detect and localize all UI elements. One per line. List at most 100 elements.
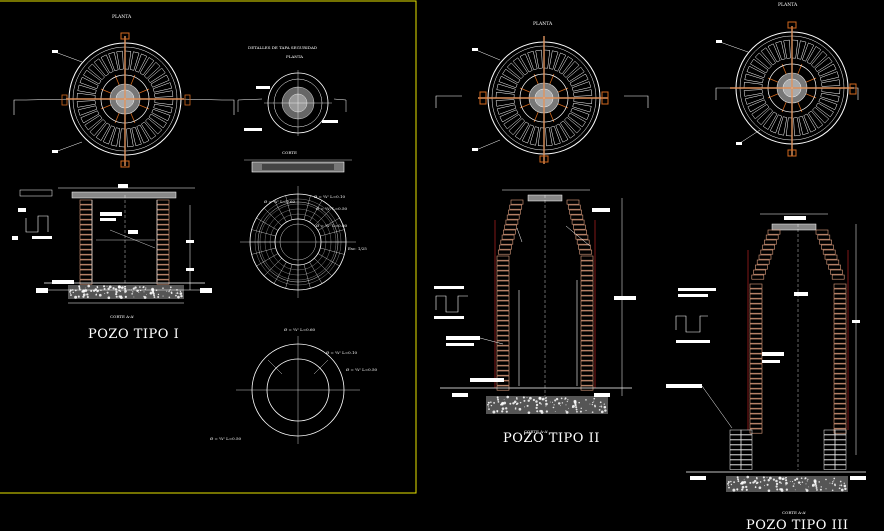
gravel-dot <box>545 405 547 407</box>
brick <box>760 249 774 255</box>
tapa-corte-label: CORTE <box>282 150 297 155</box>
block <box>740 439 753 445</box>
brick <box>152 82 173 93</box>
formula-c: Ø = ¼" L=0.50 <box>316 206 348 211</box>
gravel-dot <box>106 285 108 287</box>
gravel-dot <box>540 411 544 414</box>
tapa-title: DETALLES DE TAPA SEGURIDAD <box>248 45 317 50</box>
gravel-dot <box>801 481 804 483</box>
gravel-dot <box>756 477 758 480</box>
brick <box>580 375 594 381</box>
brick <box>749 308 763 314</box>
brick <box>580 310 594 316</box>
brick <box>504 224 517 230</box>
rebar <box>251 229 276 237</box>
gravel-dot <box>799 481 801 483</box>
gravel-dot <box>745 485 748 489</box>
brick <box>750 58 769 74</box>
brick <box>785 117 793 137</box>
gravel-dot <box>120 286 123 289</box>
brick <box>833 368 847 374</box>
gravel-dot <box>106 291 109 294</box>
rebar <box>285 195 293 220</box>
gravel-dot <box>604 406 606 409</box>
brick <box>580 340 594 346</box>
block <box>834 464 847 470</box>
gravel-dot <box>736 489 739 491</box>
gravel-dot <box>541 398 544 401</box>
gravel-dot <box>730 480 732 483</box>
brick <box>749 363 763 369</box>
brick <box>154 90 174 98</box>
gravel-dot <box>763 479 766 482</box>
gravel-dot <box>497 401 500 403</box>
brick <box>512 57 528 76</box>
brick <box>126 128 134 148</box>
brick <box>833 418 847 424</box>
brick <box>821 87 841 95</box>
brick <box>496 275 510 281</box>
brick <box>751 104 770 120</box>
gravel-dot <box>789 480 791 482</box>
gravel-dot <box>576 410 578 413</box>
brick <box>824 254 838 260</box>
brick <box>751 274 765 280</box>
brick <box>498 75 518 89</box>
gravel-dot <box>143 296 147 299</box>
gravel-dot <box>72 291 74 294</box>
gravel-dot <box>775 479 778 483</box>
brick <box>749 343 763 349</box>
gravel-dot <box>535 400 538 403</box>
gravel-dot <box>115 295 118 298</box>
gravel-dot <box>513 400 517 404</box>
brick <box>95 122 111 141</box>
gravel-dot <box>123 285 126 288</box>
gravel-dot <box>840 483 842 485</box>
brick <box>749 418 763 424</box>
gravel-dot <box>759 481 762 483</box>
rebar <box>309 200 323 223</box>
brick <box>798 115 809 136</box>
gravel-dot <box>591 403 593 406</box>
gravel-dot <box>501 410 504 413</box>
gravel-dot <box>74 295 78 299</box>
gravel-dot <box>764 485 766 487</box>
brick <box>743 81 763 89</box>
brick <box>749 378 763 384</box>
lower-formula-1: Ø = ¼" L=0.60 <box>284 327 316 332</box>
brick <box>749 313 763 319</box>
gravel-dot <box>741 485 745 489</box>
gravel-dot <box>492 410 496 414</box>
gravel-dot <box>793 483 795 485</box>
gravel-dot <box>87 284 91 288</box>
gravel-dot <box>545 402 548 406</box>
brick <box>817 63 837 77</box>
brick <box>791 39 799 59</box>
brick <box>821 244 834 250</box>
brick <box>819 239 832 245</box>
brick <box>496 83 516 94</box>
brick <box>833 413 847 419</box>
brick <box>580 345 594 351</box>
brick <box>567 204 581 210</box>
gravel-dot <box>554 399 557 402</box>
gravel-dot <box>170 292 173 295</box>
gravel-dot <box>487 401 490 404</box>
brick <box>749 303 763 309</box>
gravel-dot <box>778 476 782 480</box>
brick <box>749 318 763 324</box>
rebar <box>320 247 345 255</box>
gravel-dot <box>516 402 519 405</box>
gravel-dot <box>559 402 561 404</box>
brick <box>514 121 530 140</box>
brick <box>580 280 594 286</box>
brick <box>749 333 763 339</box>
gravel-dot <box>833 480 835 482</box>
rebar <box>263 258 282 277</box>
gravel-dot <box>600 404 602 406</box>
brick <box>156 279 170 285</box>
block <box>834 444 847 450</box>
brick <box>543 49 551 69</box>
brick <box>833 393 847 399</box>
